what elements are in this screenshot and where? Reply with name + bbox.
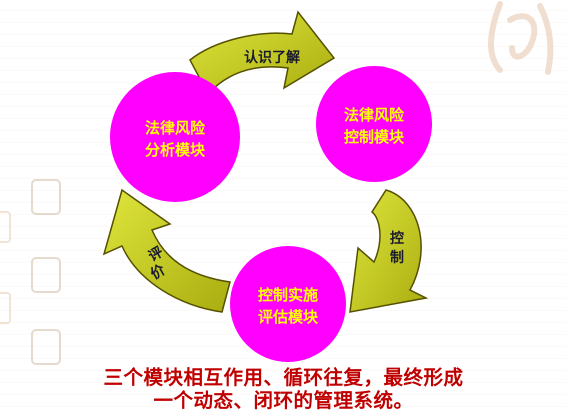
module-evaluation-circle [230,246,346,362]
module-analysis-label-2: 分析模块 [145,141,206,159]
caption-line-2: 一个动态、闭环的管理系统。 [153,389,414,412]
module-control-circle [316,66,432,182]
decorative-calligraphy [487,1,554,75]
module-analysis-label-1: 法律风险 [145,119,206,137]
module-analysis-circle [110,72,240,202]
arrow-label-left-1: 评 [146,244,166,265]
arrow-right [349,189,429,313]
caption-line-1: 三个模块相互作用、循环往复，最终形成 [103,366,464,389]
arrow-label-right-2: 制 [390,249,404,266]
arrow-top [189,10,336,96]
arrow-label-top: 认识了解 [244,49,300,66]
arrow-left [102,188,231,313]
decorative-seal-stamps [0,179,61,365]
module-control-label-2: 控制模块 [344,128,405,146]
module-control-label-1: 法律风险 [344,106,405,124]
module-evaluation-label-1: 控制实施 [258,286,318,304]
arrow-label-right-1: 控 [390,230,404,247]
module-evaluation-label-2: 评估模块 [258,308,319,326]
